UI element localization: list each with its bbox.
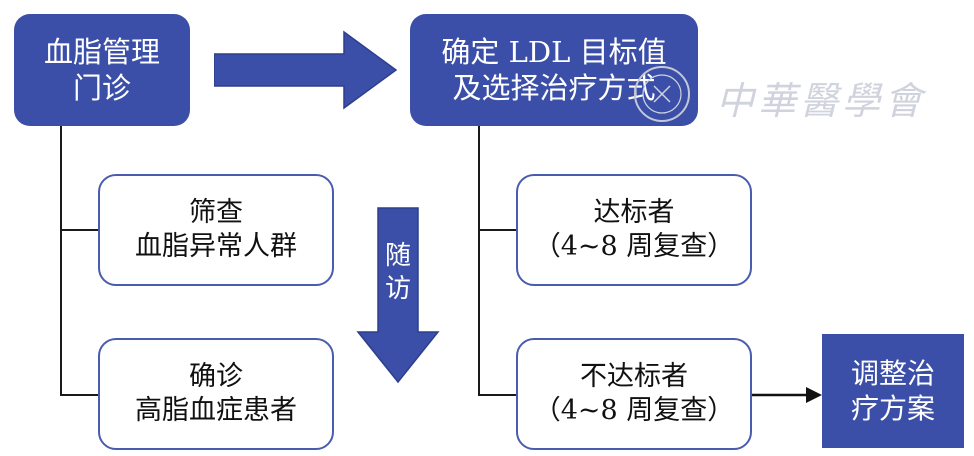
node-lipid-clinic: 血脂管理 门诊 [14,14,190,126]
node-adjust-treatment-line1: 调整治 [850,357,935,390]
node-lipid-clinic-line2: 门诊 [72,71,131,105]
node-on-target: 达标者 （4~8 周复查） [516,174,752,286]
node-determine-target-line2: 及选择治疗方式 [452,71,656,105]
left-trunk-line [60,126,62,396]
association-seal-icon [634,66,690,122]
node-on-target-line1: 达标者 [593,197,675,229]
left-branch-screen [60,229,100,231]
node-screening-line1: 筛查 [189,197,243,229]
node-diagnosis-line2: 高脂血症患者 [135,395,297,426]
node-screening: 筛查 血脂异常人群 [98,174,334,286]
node-off-target: 不达标者 （4~8 周复查） [516,338,752,450]
node-diagnosis: 确诊 高脂血症患者 [98,338,334,450]
node-lipid-clinic-line1: 血脂管理 [43,34,160,69]
left-branch-diagnose [60,394,100,396]
node-off-target-line1: 不达标者 [580,361,688,393]
followup-down-arrow [356,207,440,384]
node-screening-line2: 血脂异常人群 [135,231,297,262]
to-adjust-arrow [752,387,822,403]
node-adjust-treatment-line2: 疗方案 [850,392,935,425]
right-trunk-line [478,126,480,396]
watermark-brand: 中華醫學會 [716,79,927,123]
node-off-target-line2: （4~8 周复查） [533,395,735,426]
flow-right-arrow [214,30,398,110]
node-diagnosis-line1: 确诊 [189,361,243,393]
node-determine-target-line1: 确定 LDL 目标值 [441,34,667,69]
node-on-target-line2: （4~8 周复查） [533,231,735,262]
node-adjust-treatment: 调整治 疗方案 [822,334,964,448]
right-branch-off-target [478,394,518,396]
followup-label: 随 访 [384,241,411,304]
right-branch-on-target [478,229,518,231]
